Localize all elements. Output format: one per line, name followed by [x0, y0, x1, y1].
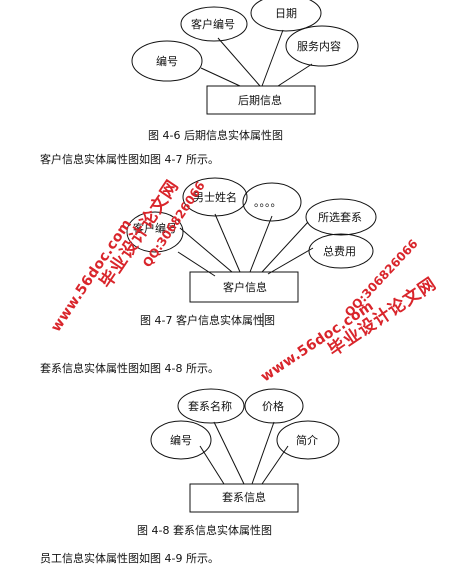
attribute-ellipse	[242, 182, 302, 222]
body-paragraph: 客户信息实体属性图如图 4-7 所示。	[40, 153, 219, 166]
connector	[214, 213, 241, 273]
attribute-ellipse	[276, 420, 340, 460]
figure-caption: 图 4-6 后期信息实体属性图	[148, 129, 283, 142]
attribute-ellipse	[305, 198, 377, 236]
attribute-ellipse	[182, 177, 248, 217]
attribute-ellipse	[126, 211, 184, 253]
figure-caption: 图 4-7 客户信息实体属性图	[140, 314, 275, 327]
attribute-label: 日期	[275, 7, 297, 20]
connector	[213, 421, 245, 485]
attribute-label: 客户编号	[133, 222, 177, 235]
attribute-ellipse	[150, 420, 212, 460]
attribute-ellipse	[308, 233, 374, 269]
attribute-label: 编号	[170, 434, 192, 447]
attribute-ellipse	[244, 388, 304, 424]
attribute-label: 价格	[262, 400, 284, 413]
attribute-label: 总费用	[323, 245, 356, 258]
connector	[200, 67, 241, 87]
attribute-label: 客户编号	[191, 18, 235, 31]
entity-label: 客户信息	[223, 281, 267, 294]
body-paragraph: 员工信息实体属性图如图 4-9 所示。	[40, 552, 219, 565]
attribute-label: 简介	[296, 434, 318, 447]
attribute-label: 。。。。	[254, 196, 282, 209]
connector	[217, 37, 261, 87]
entity-label: 后期信息	[238, 94, 282, 107]
connector	[277, 63, 313, 87]
connector	[199, 445, 225, 485]
entity-label: 套系信息	[222, 491, 266, 504]
attribute-label: 套系名称	[188, 400, 232, 413]
connector	[179, 227, 233, 273]
attribute-ellipse	[177, 388, 245, 424]
connector	[249, 215, 273, 273]
entity-box	[206, 85, 316, 115]
attribute-ellipse	[285, 25, 359, 67]
connector	[261, 221, 309, 273]
connector	[261, 29, 284, 87]
body-paragraph: 套系信息实体属性图如图 4-8 所示。	[40, 362, 219, 375]
attribute-ellipse	[250, 0, 322, 32]
entity-box	[189, 483, 299, 513]
connector	[251, 421, 275, 485]
attribute-ellipse	[180, 6, 248, 42]
attribute-ellipse	[131, 40, 203, 82]
figure-caption: 图 4-8 套系信息实体属性图	[137, 524, 272, 537]
attribute-label: 服务内容	[297, 40, 341, 53]
attribute-label: 男士姓名	[193, 191, 237, 204]
attribute-label: 编号	[156, 55, 178, 68]
entity-box	[189, 271, 299, 303]
connector	[267, 247, 314, 275]
attribute-label: 所选套系	[318, 211, 362, 224]
